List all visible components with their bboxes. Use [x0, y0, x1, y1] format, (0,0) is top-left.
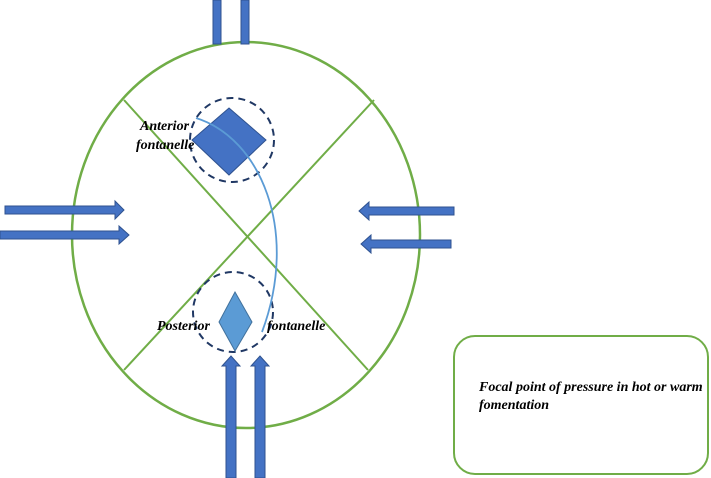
top-arrow-right	[240, 0, 250, 45]
sagittal-curve	[195, 117, 278, 333]
anterior-focal-circle	[189, 97, 275, 183]
bottom-arrow-left	[220, 355, 242, 478]
top-arrow-left	[212, 0, 222, 45]
posterior-label-left: Posterior	[157, 319, 210, 334]
left-arrow-lower	[0, 224, 130, 246]
cross-line-a	[123, 99, 369, 371]
cross-line-b	[123, 99, 375, 371]
posterior-label-right: fontanelle	[267, 319, 326, 334]
posterior-fontanelle-shape	[218, 290, 253, 353]
anterior-label-line1: Anterior	[140, 119, 190, 134]
right-arrow-lower	[360, 233, 452, 255]
bottom-arrow-right	[249, 355, 271, 478]
right-arrow-upper	[358, 200, 455, 222]
left-arrow-upper	[4, 199, 125, 221]
legend-text: Focal point of pressure in hot or warm f…	[479, 380, 703, 413]
anterior-label-line2: fontanelle	[136, 138, 195, 153]
posterior-focal-circle	[192, 271, 274, 353]
legend-box: Focal point of pressure in hot or warm f…	[453, 335, 709, 475]
